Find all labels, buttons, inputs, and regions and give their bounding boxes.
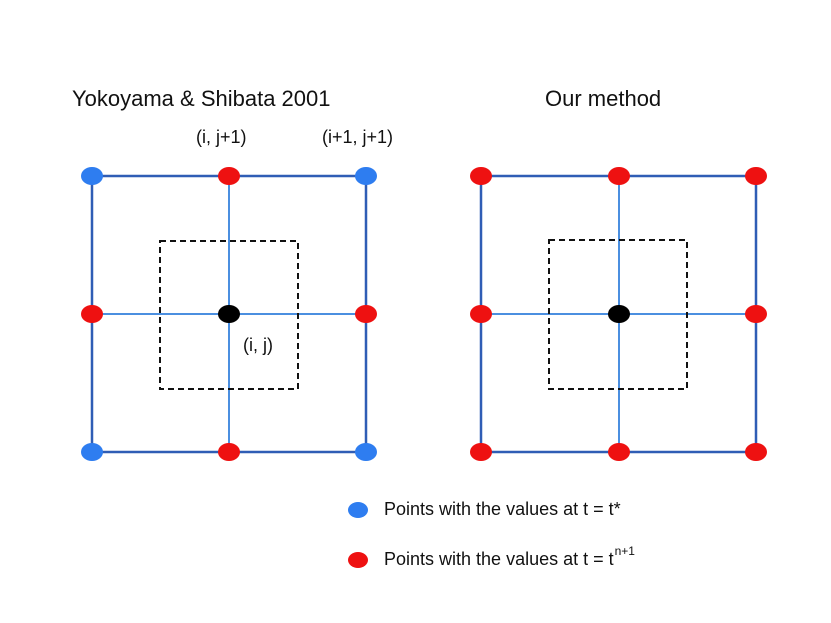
corner-point-bottom-left [470, 443, 492, 461]
right-panel-title: Our method [545, 86, 662, 111]
dashed-control-volume [159, 240, 299, 390]
edge-point-mid-right [355, 305, 377, 323]
center-point [218, 305, 240, 323]
legend-red-label: Points with the values at t = t [384, 549, 614, 569]
corner-point-top-left [81, 167, 103, 185]
center-point [608, 305, 630, 323]
corner-point-bottom-left [81, 443, 103, 461]
corner-point-top-left [470, 167, 492, 185]
blue-point-legend-icon [348, 501, 368, 518]
legend-item-blue: Points with the values at t = t* [348, 499, 621, 520]
legend-blue-label: Points with the values at t = t* [384, 499, 621, 519]
edge-point-mid-right [745, 305, 767, 323]
left-panel-title: Yokoyama & Shibata 2001 [72, 86, 331, 111]
edge-point-mid-left [470, 305, 492, 323]
coord-label-center: (i, j) [243, 335, 273, 355]
corner-point-bottom-right [745, 443, 767, 461]
dashed-control-volume [548, 239, 688, 390]
legend-red-superscript: n+1 [614, 543, 635, 558]
edge-point-bottom-mid [218, 443, 240, 461]
edge-point-bottom-mid [608, 443, 630, 461]
edge-point-mid-left [81, 305, 103, 323]
red-point-legend-icon [348, 551, 368, 568]
coord-label-top-mid: (i, j+1) [196, 127, 247, 147]
corner-point-top-right [355, 167, 377, 185]
corner-point-bottom-right [355, 443, 377, 461]
edge-point-top-mid [218, 167, 240, 185]
coord-label-top-right: (i+1, j+1) [322, 127, 394, 147]
corner-point-top-right [745, 167, 767, 185]
edge-point-top-mid [608, 167, 630, 185]
